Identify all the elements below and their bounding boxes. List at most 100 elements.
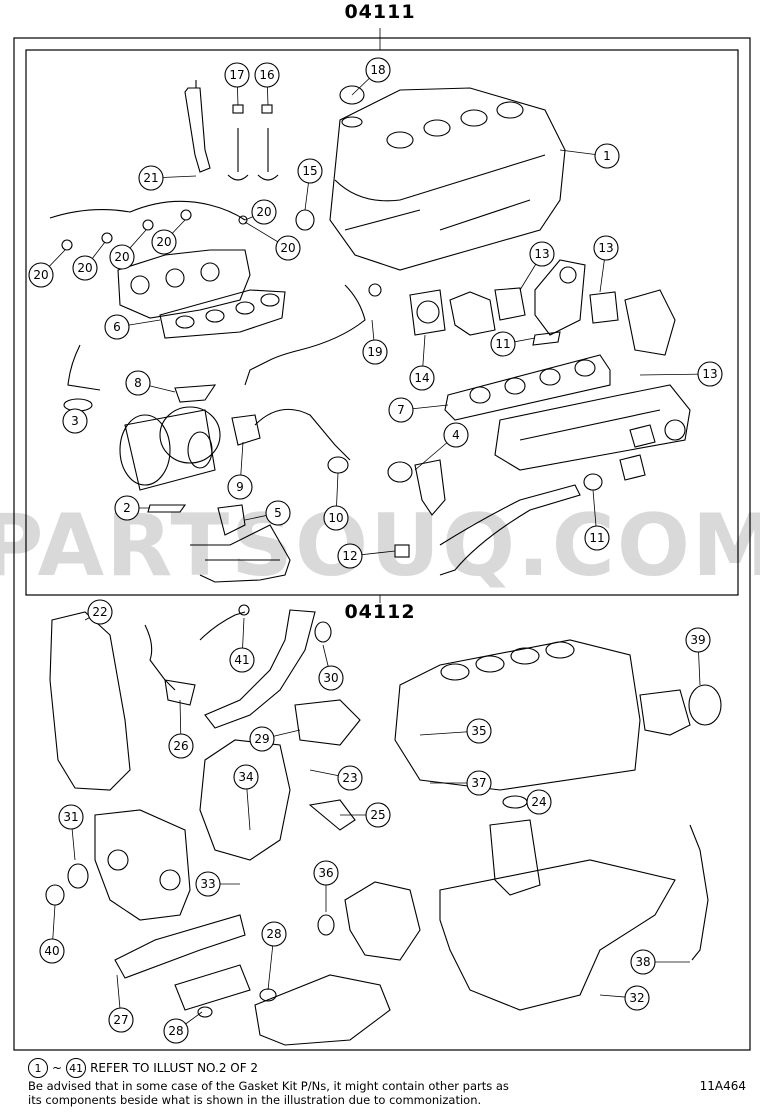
callout-number: 16 bbox=[259, 68, 274, 82]
callout-number: 5 bbox=[274, 506, 282, 520]
callout-number: 27 bbox=[113, 1013, 128, 1027]
range-text: REFER TO ILLUST NO.2 OF 2 bbox=[90, 1061, 259, 1075]
callout-number: 9 bbox=[236, 480, 244, 494]
callout-circle bbox=[62, 408, 88, 434]
callout-circle bbox=[593, 235, 619, 261]
callout-number: 37 bbox=[471, 776, 486, 790]
callout-number: 28 bbox=[266, 927, 281, 941]
callout-29: 29 bbox=[249, 726, 301, 752]
callout-13: 13 bbox=[639, 361, 723, 387]
callout-9: 9 bbox=[227, 441, 253, 500]
callout-circle bbox=[388, 397, 414, 423]
callout-circle bbox=[466, 770, 492, 796]
callout-circle bbox=[72, 255, 98, 281]
callout-number: 8 bbox=[134, 376, 142, 390]
top-group-frame bbox=[25, 49, 739, 596]
callout-number: 15 bbox=[302, 164, 317, 178]
turbocharger bbox=[119, 406, 221, 491]
callout-circle bbox=[313, 860, 339, 886]
callout-number: 13 bbox=[534, 247, 549, 261]
callout-number: 33 bbox=[200, 877, 215, 891]
callout-circle bbox=[697, 361, 723, 387]
callout-number: 26 bbox=[173, 739, 188, 753]
callout-circle bbox=[109, 244, 135, 270]
watermark: PARTSOUQ.COM bbox=[0, 496, 760, 596]
callout-number: 19 bbox=[367, 345, 382, 359]
range-start-circle: 1 bbox=[28, 1058, 48, 1078]
callout-circle bbox=[443, 422, 469, 448]
injection-pump bbox=[344, 881, 421, 961]
callout-circle bbox=[163, 1018, 189, 1044]
exhaust-manifold bbox=[117, 249, 286, 339]
callout-circle bbox=[195, 871, 221, 897]
footer-note-line1: Be advised that in some case of the Gask… bbox=[28, 1079, 509, 1093]
callout-17: 17 bbox=[224, 62, 250, 106]
callout-14: 14 bbox=[409, 334, 435, 391]
callout-13: 13 bbox=[593, 235, 619, 293]
callout-number: 7 bbox=[397, 403, 405, 417]
callout-number: 38 bbox=[635, 955, 650, 969]
callout-11: 11 bbox=[490, 331, 536, 357]
callout-16: 16 bbox=[254, 62, 280, 106]
callout-circle bbox=[227, 474, 253, 500]
callout-38: 38 bbox=[630, 949, 690, 975]
oil-pan bbox=[439, 859, 676, 1011]
exhaust-pipe bbox=[190, 504, 291, 583]
callout-number: 13 bbox=[598, 241, 613, 255]
callout-2: 2 bbox=[114, 495, 150, 521]
callout-number: 35 bbox=[471, 724, 486, 738]
callout-circle bbox=[337, 765, 363, 791]
callout-8: 8 bbox=[125, 370, 176, 396]
callout-circle bbox=[529, 241, 555, 267]
callout-number: 22 bbox=[92, 605, 107, 619]
callout-circle bbox=[275, 235, 301, 261]
callout-number: 41 bbox=[234, 653, 249, 667]
callout-28: 28 bbox=[261, 921, 287, 991]
callout-number: 39 bbox=[690, 633, 705, 647]
callout-number: 14 bbox=[414, 371, 429, 385]
callout-33: 33 bbox=[195, 871, 240, 897]
callout-27: 27 bbox=[108, 974, 134, 1033]
callout-15: 15 bbox=[297, 158, 323, 211]
callout-circle bbox=[224, 62, 250, 88]
image-code: 11A464 bbox=[699, 1079, 746, 1093]
callout-number: 24 bbox=[531, 795, 546, 809]
callout-7: 7 bbox=[388, 397, 449, 423]
callout-circle bbox=[466, 718, 492, 744]
callout-circle bbox=[362, 339, 388, 365]
callout-circle bbox=[87, 599, 113, 625]
callout-number: 20 bbox=[77, 261, 92, 275]
callout-number: 25 bbox=[370, 808, 385, 822]
callout-35: 35 bbox=[419, 718, 492, 744]
callout-circle bbox=[151, 229, 177, 255]
callout-39: 39 bbox=[685, 627, 711, 686]
callout-24: 24 bbox=[526, 789, 552, 815]
callout-20: 20 bbox=[28, 249, 66, 288]
footer-note-line2: its components beside what is shown in t… bbox=[28, 1093, 482, 1107]
callout-34: 34 bbox=[233, 764, 259, 831]
callout-number: 23 bbox=[342, 771, 357, 785]
reference-note: 1 ~ 41 REFER TO ILLUST NO.2 OF 2 bbox=[28, 1058, 258, 1078]
callout-20: 20 bbox=[244, 221, 301, 261]
callout-10: 10 bbox=[323, 472, 349, 531]
callout-number: 3 bbox=[71, 414, 79, 428]
callout-number: 29 bbox=[254, 732, 269, 746]
callout-number: 30 bbox=[323, 671, 338, 685]
callout-circle bbox=[337, 543, 363, 569]
callout-37: 37 bbox=[430, 770, 492, 796]
callout-circle bbox=[594, 143, 620, 169]
callout-circle bbox=[104, 314, 130, 340]
water-outlet bbox=[254, 974, 391, 1046]
callout-circle bbox=[251, 199, 277, 225]
callout-circle bbox=[584, 525, 610, 551]
callout-number: 20 bbox=[280, 241, 295, 255]
callout-number: 18 bbox=[370, 63, 385, 77]
callout-13: 13 bbox=[519, 241, 555, 291]
callout-circle bbox=[297, 158, 323, 184]
callout-20: 20 bbox=[72, 241, 106, 281]
callout-21: 21 bbox=[138, 165, 197, 191]
callout-12: 12 bbox=[337, 543, 396, 569]
callout-number: 12 bbox=[342, 549, 357, 563]
callout-11: 11 bbox=[584, 489, 610, 551]
